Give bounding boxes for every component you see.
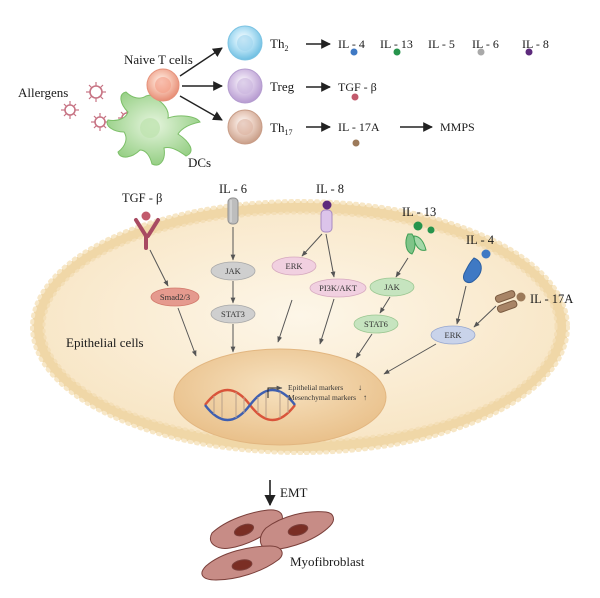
epithelial-markers-down-icon: ↓ — [358, 383, 362, 392]
il13-dot — [393, 48, 401, 56]
il8-dot — [525, 48, 533, 56]
th17-cytokine-label: IL - 17A — [338, 120, 380, 134]
arrow-naive-to-th17 — [179, 95, 223, 121]
epithelial-markers-label: Epithelial markers — [288, 383, 343, 392]
il4-dot — [350, 48, 358, 56]
tgfb-receptor-icon — [134, 218, 160, 250]
myofibroblast-cells — [201, 509, 334, 581]
myofibroblast-label: Myofibroblast — [290, 554, 365, 569]
emt-label: EMT — [280, 485, 308, 500]
receptor-il4-label: IL - 4 — [466, 233, 495, 247]
svg-text:JAK: JAK — [384, 282, 400, 292]
receptor-tgfb-label: TGF - β — [122, 191, 162, 205]
svg-text:JAK: JAK — [225, 266, 241, 276]
svg-text:ERK: ERK — [445, 330, 463, 340]
cytokine-il8-label: IL - 8 — [522, 37, 549, 51]
receptor-il17a-label: IL - 17A — [530, 292, 573, 306]
dna-helix-icon — [204, 388, 296, 422]
arrow-naive-to-th2 — [179, 47, 223, 77]
th17-label: Th17 — [270, 120, 292, 137]
receptor-il8-label: IL - 8 — [316, 182, 344, 196]
cytokine-il6-label: IL - 6 — [472, 37, 499, 51]
node-erk-1: ERK — [271, 256, 317, 276]
mesenchymal-markers-up-icon: ↑ — [363, 393, 367, 402]
il4-receptor-icon — [463, 257, 482, 283]
receptor-il13-label: IL - 13 — [402, 205, 436, 219]
node-jak-1: JAK — [210, 261, 256, 281]
node-smad: Smad2/3 — [150, 287, 200, 307]
il17a-receptor-icon — [494, 290, 518, 313]
mmps-label: MMPS — [440, 120, 475, 134]
il6-dot — [477, 48, 485, 56]
svg-text:PI3K/AKT: PI3K/AKT — [319, 283, 358, 293]
node-pi3k: PI3K/AKT — [309, 278, 367, 298]
cytokine-il4-label: IL - 4 — [338, 37, 365, 51]
transcription-arrow — [267, 385, 283, 398]
epithelial-cells-label: Epithelial cells — [66, 335, 144, 350]
svg-text:Smad2/3: Smad2/3 — [160, 292, 190, 302]
il8-ligand — [322, 200, 332, 210]
dcs-label: DCs — [188, 155, 211, 170]
svg-text:STAT6: STAT6 — [364, 319, 388, 329]
il13-receptor-icon — [405, 233, 427, 255]
il4-ligand — [481, 249, 491, 259]
svg-text:ERK: ERK — [286, 261, 304, 271]
il8-receptor-icon — [320, 209, 333, 233]
node-stat3: STAT3 — [210, 304, 256, 324]
cytokine-il13-label: IL - 13 — [380, 37, 413, 51]
tgfb-dot — [351, 93, 359, 101]
epithelial-cytoplasm — [44, 213, 556, 441]
th2-label: Th2 — [270, 36, 288, 53]
il17a-ligand — [516, 292, 526, 302]
svg-text:STAT3: STAT3 — [221, 309, 245, 319]
treg-cytokine-label: TGF - β — [338, 80, 377, 94]
node-jak-2: JAK — [369, 277, 415, 297]
mesenchymal-markers-label: Mesenchymal markers — [288, 393, 356, 402]
il13-ligand — [413, 221, 423, 231]
treg-label: Treg — [270, 79, 295, 94]
receptor-il6-label: IL - 6 — [219, 182, 247, 196]
cytokine-il5-label: IL - 5 — [428, 37, 455, 51]
il17a-dot — [352, 139, 360, 147]
naive-t-cells-label: Naive T cells — [124, 52, 193, 67]
tgfb-ligand — [141, 211, 151, 221]
node-stat6: STAT6 — [353, 314, 399, 334]
node-erk-2: ERK — [430, 325, 476, 345]
allergens-label: Allergens — [18, 85, 68, 100]
il6-receptor-icon — [227, 197, 239, 225]
pathway-arrows — [149, 227, 497, 375]
